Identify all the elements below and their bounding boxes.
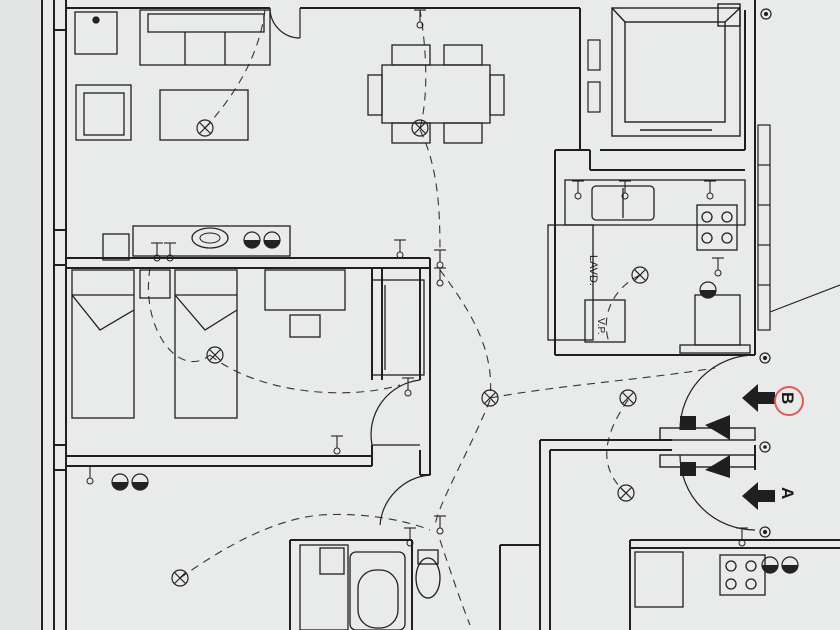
arrow-icon-b [742, 384, 775, 412]
bedroom-furniture [71, 269, 425, 419]
stove [696, 204, 738, 251]
window-frames [587, 39, 840, 331]
dining-set [367, 44, 505, 144]
marker-b-highlight [774, 386, 804, 416]
wall-fixture-icons [759, 8, 772, 538]
arrow-icon-a [742, 482, 775, 510]
kitchen-fixtures [547, 179, 751, 354]
marker-a-label: A [778, 487, 797, 499]
side-table [74, 11, 118, 55]
marker-b-label: B [778, 392, 797, 404]
lavd-appliance [547, 224, 594, 341]
kitchen-appliance-label: LAVD. [587, 255, 599, 286]
sofa [139, 9, 271, 66]
kitchen-cabinet-label: V.P. [595, 318, 606, 335]
interior-walls [66, 0, 840, 630]
living-room-furniture [74, 9, 291, 261]
exterior-walls [41, 0, 67, 630]
margin-strip [0, 0, 40, 630]
arrow-icons [742, 384, 775, 510]
desk [264, 269, 346, 311]
shower-unit [611, 3, 741, 137]
bathroom-fixtures [299, 544, 441, 630]
wardrobe [371, 279, 425, 376]
speaker-icon [191, 227, 229, 249]
sink [591, 185, 655, 221]
armchair [75, 84, 132, 141]
tv-unit [132, 225, 291, 257]
vp-cabinet [584, 299, 626, 343]
second-kitchen [634, 551, 766, 608]
coffee-table [159, 89, 249, 141]
entry-door-hardware [659, 415, 771, 478]
